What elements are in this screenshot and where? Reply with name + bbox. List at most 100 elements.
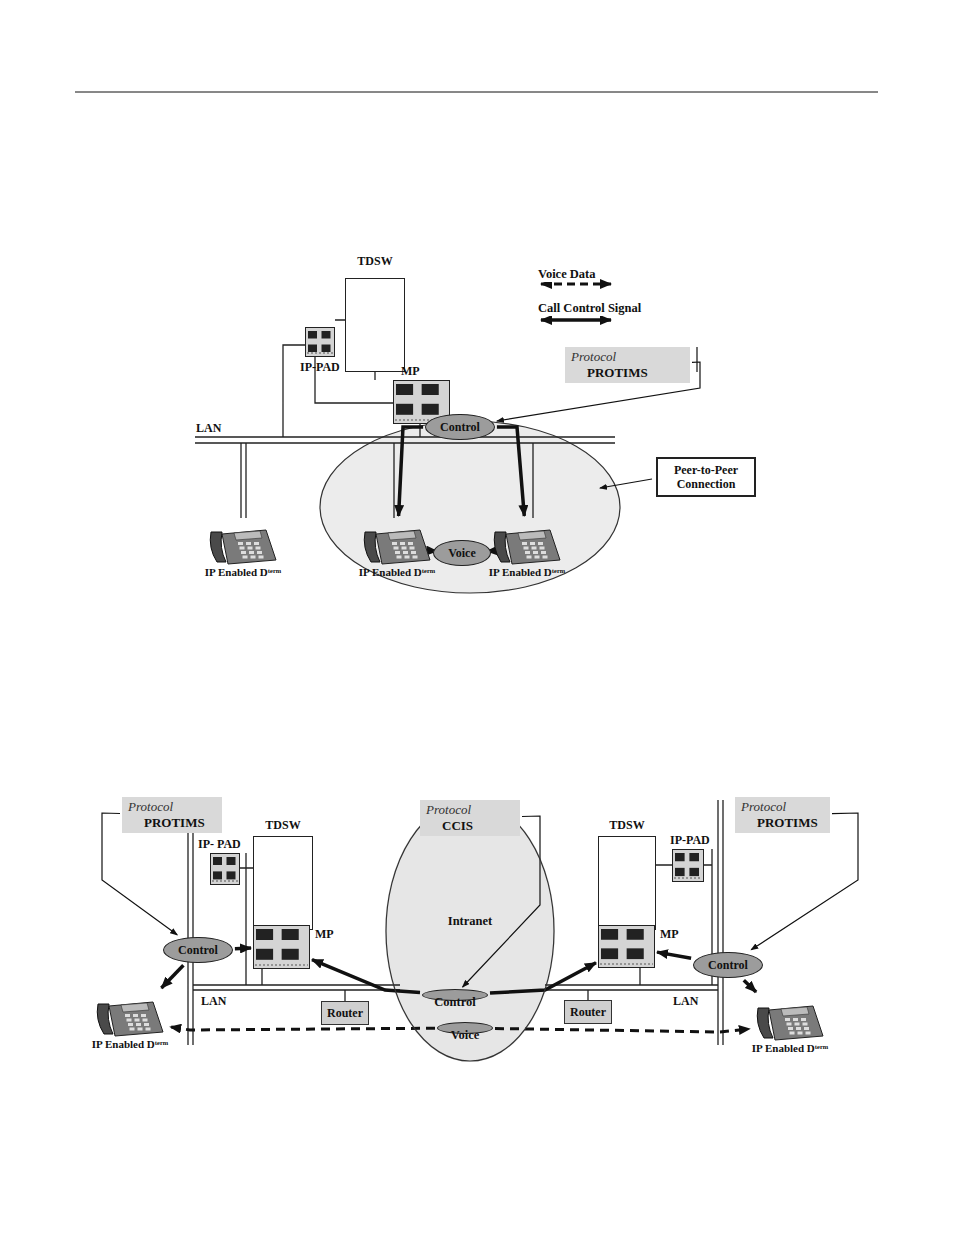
drawing-rect [538, 542, 543, 545]
drawing-rect [403, 551, 408, 554]
leader-arrow [751, 813, 858, 950]
drawing-path [781, 1007, 809, 1016]
ip-phone: IP Enabled Dᵗᵉʳᵐ [489, 518, 565, 579]
card-label: IP- PAD [198, 837, 241, 851]
drawing-rect [627, 929, 644, 940]
protocol-box: ProtocolPROTIMS [735, 797, 830, 833]
drawing-rect [785, 1018, 790, 1021]
drawing-svg [598, 925, 655, 968]
network-label: LAN [200, 994, 227, 1009]
protocol-caption: Protocol [741, 799, 824, 815]
intranet-label: Intranet [385, 914, 555, 929]
ip-pad-card: IP-PAD [305, 327, 335, 357]
drawing-rect [396, 384, 413, 395]
drawing-rect [393, 547, 398, 550]
drawing-rect [796, 1027, 801, 1030]
protocol-caption: Protocol [571, 349, 684, 365]
legend-text: Voice Data [537, 267, 597, 282]
drawing-rect [254, 542, 259, 545]
drawing-rect [788, 1027, 793, 1030]
card-label: IP-PAD [300, 360, 340, 374]
control-oval: Control [425, 414, 495, 440]
protocol-name: PROTIMS [128, 815, 216, 831]
drawing-rect [401, 547, 406, 550]
protocol-box: ProtocolPROTIMS [565, 347, 690, 383]
drawing-rect [125, 1014, 130, 1017]
intranet-fill [385, 800, 555, 1062]
drawing-rect [542, 556, 547, 559]
drawing-rect [250, 556, 255, 559]
network-label: LAN [195, 421, 222, 436]
drawing-rect [601, 948, 618, 959]
drawing-rect [395, 551, 400, 554]
callout-leader [600, 479, 652, 488]
card-label: MP [660, 927, 679, 941]
protocol-caption: Protocol [128, 799, 216, 815]
drawing-rect [689, 868, 699, 876]
drawing-rect [675, 868, 685, 876]
drawing-rect [142, 1019, 147, 1022]
drawing-rect [786, 1023, 791, 1026]
legend-text: Call Control Signal [537, 301, 642, 316]
voice-arrow [170, 1027, 435, 1030]
drawing-rect [802, 1023, 807, 1026]
protocol-name: CCIS [426, 818, 514, 834]
drawing-path [188, 800, 400, 1045]
protocol-name: PROTIMS [571, 365, 684, 381]
drawing-rect [322, 345, 331, 353]
control-oval: Control [422, 989, 488, 1001]
drawing-path [757, 1008, 773, 1038]
drawing-rect [396, 556, 401, 559]
drawing-rect [675, 853, 685, 861]
drawing-rect [422, 384, 439, 395]
control-oval: Control [163, 937, 233, 963]
peer-region [320, 421, 620, 593]
drawing-path [674, 878, 702, 879]
control-arrow [235, 946, 251, 950]
callout-box: Peer-to-Peer Connection [656, 457, 756, 498]
control-arrow [657, 952, 691, 958]
control-arrow [744, 980, 756, 992]
drawing-rect [322, 331, 331, 339]
drawing-path [769, 1006, 823, 1040]
drawing-rect [422, 404, 439, 415]
drawing-rect [238, 542, 243, 545]
network-label: LAN [672, 994, 699, 1009]
drawing-rect [522, 542, 527, 545]
switch-outline [253, 836, 313, 930]
drawing-rect [794, 1023, 799, 1026]
drawing-rect [805, 1032, 810, 1035]
voice-oval: Voice [433, 540, 491, 566]
drawing-rect [257, 551, 262, 554]
phone-label: IP Enabled Dᵗᵉʳᵐ [359, 566, 435, 579]
drawing-rect [306, 328, 335, 357]
drawing-svg [305, 327, 335, 357]
card-label: IP-PAD [670, 833, 710, 847]
intranet-cloud: IntranetControlVoice [385, 800, 555, 1062]
drawing-rect [239, 547, 244, 550]
drawing-rect [282, 929, 299, 940]
drawing-rect [533, 551, 538, 554]
drawing-rect [134, 1019, 139, 1022]
drawing-rect [249, 551, 254, 554]
mp-card: MP [253, 925, 310, 969]
oval-label: Voice [448, 546, 476, 560]
drawing-path [307, 353, 333, 354]
drawing-path [241, 443, 533, 518]
drawing-rect [227, 857, 236, 865]
ip-pad-card: IP-PAD [672, 849, 704, 882]
switch-box: TDSW [345, 254, 405, 372]
drawing-rect [601, 929, 618, 940]
drawing-svg [755, 994, 825, 1042]
drawing-path [195, 437, 615, 443]
drawing-path [696, 347, 697, 372]
switch-outline [598, 836, 656, 930]
drawing-path [210, 532, 226, 562]
drawing-rect [247, 547, 252, 550]
drawing-rect [241, 551, 246, 554]
drawing-svg [672, 849, 704, 882]
drawing-rect [804, 1027, 809, 1030]
control-arrow [490, 963, 596, 993]
drawing-path [212, 881, 238, 882]
